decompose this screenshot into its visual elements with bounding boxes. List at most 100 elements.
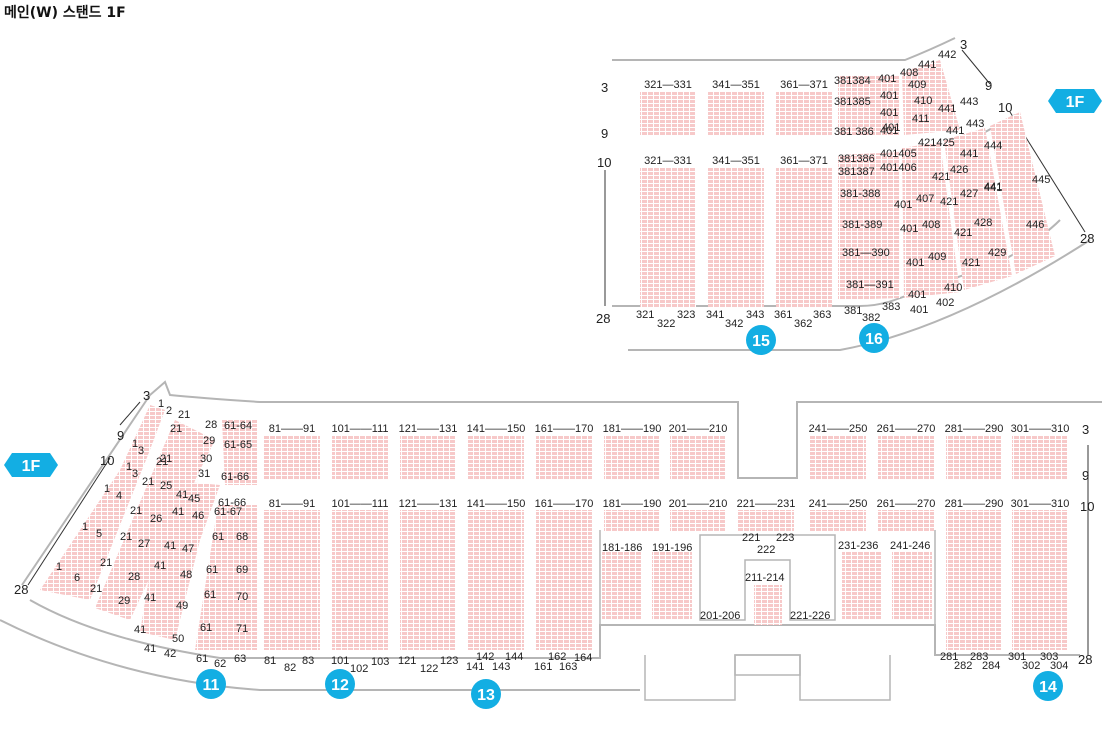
lower-main-block-8[interactable]: [810, 510, 866, 532]
lower-wedge-seats-3: [140, 480, 220, 640]
lower-top-block-1[interactable]: [332, 435, 388, 480]
lower-block-211-214: [754, 585, 782, 625]
lower-main-block-0[interactable]: [264, 510, 320, 650]
upper-main-block-2[interactable]: [776, 167, 832, 307]
lower-main-block-3[interactable]: [468, 510, 524, 650]
lower-main-block-9[interactable]: [878, 510, 934, 532]
upper-wedge-label-4: 442: [938, 49, 956, 61]
lower-top-block-5[interactable]: [604, 435, 660, 480]
upper-wedge-label-45: 429: [988, 247, 1006, 259]
lower-bottom-label-9: 121: [398, 655, 416, 667]
lower-top-block-6[interactable]: [670, 435, 726, 480]
upper-top-block-label-1: 341—351: [712, 79, 760, 91]
lower-wedge-label-43: 61: [206, 564, 218, 576]
upper-wedge-label-22: 444: [984, 140, 1002, 152]
lower-main-block-4[interactable]: [536, 510, 592, 650]
upper-main-block-1[interactable]: [708, 167, 764, 307]
upper-main-block-label-1: 341—351: [712, 155, 760, 167]
lower-wedge-label-37: 21: [100, 557, 112, 569]
lower-wedge-label-30: 5: [96, 528, 102, 540]
lower-front-outline: [0, 619, 640, 691]
lower-main-block-1[interactable]: [332, 510, 388, 650]
lower-top-block-3[interactable]: [468, 435, 524, 480]
lower-top-block-2[interactable]: [400, 435, 456, 480]
upper-bottom-label-3: 341: [706, 309, 724, 321]
upper-top-block-0[interactable]: [640, 91, 696, 136]
upper-wedge-label-21: 441: [960, 148, 978, 160]
lower-top-block-label-2: 121——131: [399, 423, 458, 435]
lower-bottom-label-26: 302: [1022, 660, 1040, 672]
gate-11[interactable]: 11: [196, 669, 226, 699]
lower-wedge-label-28: 26: [150, 513, 162, 525]
floor-tag-lower-label: 1F: [22, 458, 41, 475]
lower-row-mark-3: 3: [1082, 422, 1089, 437]
lower-wedge-label-31: 21: [120, 531, 132, 543]
upper-wedge-label-18: 421425: [918, 137, 955, 149]
upper-wedge-label-46: 381—391: [846, 279, 894, 291]
lower-top-block-label-5: 181——190: [603, 423, 662, 435]
lower-left-mark-9: 9: [117, 428, 124, 443]
lower-top-block-0[interactable]: [264, 435, 320, 480]
upper-outer-outline: [612, 37, 956, 61]
upper-main-block-0[interactable]: [640, 167, 696, 307]
lower-top-block-7[interactable]: [810, 435, 866, 480]
lower-wedge-label-20: 45: [188, 493, 200, 505]
lower-top-block-9[interactable]: [946, 435, 1002, 480]
upper-wedge-label-31: 407: [916, 193, 934, 205]
lower-main-block-10[interactable]: [946, 510, 1002, 650]
lower-wedge-label-24: 41: [172, 506, 184, 518]
lower-wedge: [40, 405, 258, 650]
lower-main-block-6[interactable]: [670, 510, 726, 532]
lower-main-block-label-0: 81——91: [269, 498, 315, 510]
lower-wedge-label-32: 27: [138, 538, 150, 550]
upper-top-block-1[interactable]: [708, 91, 764, 136]
lower-bottom-label-7: 103: [371, 656, 389, 668]
lower-main-block-11[interactable]: [1012, 510, 1068, 650]
upper-wedge-label-10: 441: [938, 103, 956, 115]
lower-stair-outline: [699, 534, 836, 621]
lower-bottom-label-14: 141: [466, 661, 484, 673]
gate-15[interactable]: 15: [746, 325, 776, 355]
lower-wedge-label-15: 1: [126, 461, 132, 473]
lower-wedge-seats-2: [95, 420, 215, 620]
lower-block-231-236: [842, 552, 882, 620]
lower-top-block-label-0: 81——91: [269, 423, 315, 435]
upper-wedge-label-3: 441: [918, 59, 936, 71]
lower-main-block-7[interactable]: [738, 510, 794, 532]
upper-row-mark-28: 28: [596, 311, 610, 326]
lower-main-block-5[interactable]: [604, 510, 660, 532]
upper-wedge-label-9: 410: [914, 95, 932, 107]
lower-main-block-2[interactable]: [400, 510, 456, 650]
upper-wedge-label-13: 411: [912, 113, 930, 125]
lower-wedge-label-33: 41: [164, 540, 176, 552]
gate-14[interactable]: 14: [1033, 671, 1063, 701]
gate-16[interactable]: 16: [859, 323, 889, 353]
upper-wedge-label-6: 401: [880, 90, 898, 102]
lower-wedge-label-8: 1: [132, 438, 138, 450]
upper-wedge-seats-top: [838, 75, 900, 135]
upper-wedge-label-30: 401: [894, 199, 912, 211]
lower-top-block-8[interactable]: [878, 435, 934, 480]
gate-12[interactable]: 12: [325, 669, 355, 699]
lower-top-block-10[interactable]: [1012, 435, 1068, 480]
lower-bottom-label-27: 304: [1050, 660, 1068, 672]
lower-bottom-label-19: 163: [559, 661, 577, 673]
lower-wedge-label-4: 61-64: [224, 420, 252, 432]
gate-15-label: 15: [752, 333, 770, 350]
upper-main-block-label-2: 361—371: [780, 155, 828, 167]
lower-top-block-4[interactable]: [536, 435, 592, 480]
upper-top-block-2[interactable]: [776, 91, 832, 136]
lower-wedge-label-19: 41: [176, 489, 188, 501]
gate-13[interactable]: 13: [471, 679, 501, 709]
lower-bottom-label-8: 102: [350, 663, 368, 675]
gate-11-label: 11: [203, 677, 220, 694]
upper-edge-mark-10: 10: [998, 100, 1012, 115]
upper-wedge-label-38: 421: [954, 227, 972, 239]
upper-bottom-label-8: 362: [794, 318, 812, 330]
